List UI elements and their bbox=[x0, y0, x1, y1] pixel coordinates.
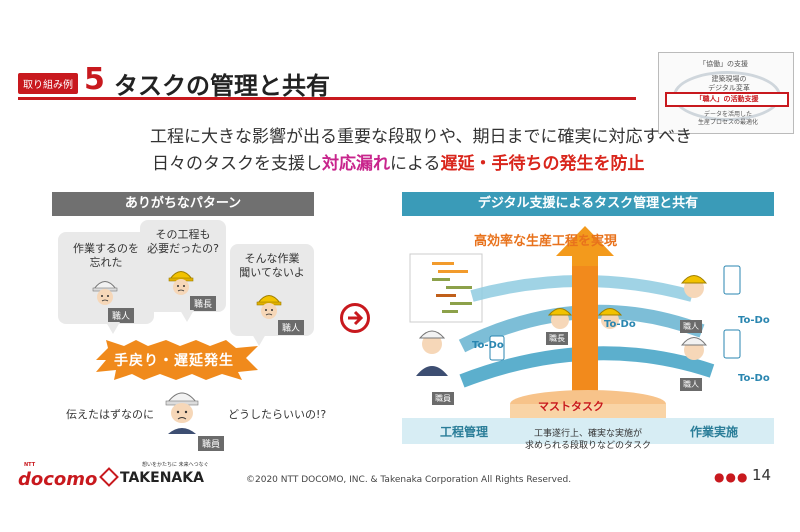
role-label: 職員 bbox=[198, 436, 224, 451]
todo-label: To-Do bbox=[738, 315, 770, 326]
worker-helmet-icon bbox=[256, 290, 282, 320]
section-number: 5 bbox=[84, 62, 105, 97]
thumbnail-line1: 「協働」の支援 bbox=[699, 59, 748, 69]
bubble-tail bbox=[180, 310, 194, 322]
right-panel-heading: デジタル支援によるタスク管理と共有 bbox=[402, 192, 774, 216]
role-label: 職長 bbox=[190, 296, 216, 311]
lead-line2-pre: 日々のタスクを支援し bbox=[152, 154, 322, 174]
bubble-tail bbox=[106, 322, 120, 334]
page-title: タスクの管理と共有 bbox=[114, 66, 330, 101]
speech-bubble-foreman: その工程も必要だったの? 職長 bbox=[140, 220, 226, 312]
title-underline bbox=[18, 97, 636, 100]
arrow-right-icon bbox=[340, 303, 370, 333]
left-panel-heading: ありがちなパターン bbox=[52, 192, 314, 216]
speech-bubble-worker2: そんな作業聞いてないよ 職人 bbox=[230, 244, 314, 336]
lead-line2-mid: による bbox=[390, 154, 441, 174]
role-label: 職人 bbox=[278, 320, 304, 335]
thumbnail-line2: 建築現場のデジタル変革 bbox=[699, 75, 759, 93]
thumbnail-line3: データを活用した生産プロセスの最適化 bbox=[691, 111, 765, 127]
efficiency-heading: 高効率な生産工程を実現 bbox=[474, 230, 617, 249]
lead-line2-pink: 対応漏れ bbox=[322, 154, 390, 174]
thumbnail-highlight: 「職人」の活動支援 bbox=[665, 92, 789, 107]
takenaka-logo: 想いをかたちに 未来へつなぐ TAKENAKA bbox=[120, 470, 204, 486]
page-dots-icon: ●●● bbox=[714, 470, 748, 484]
worker-helmet-icon bbox=[92, 276, 118, 306]
page-number: 14 bbox=[752, 466, 771, 484]
copyright-text: ©2020 NTT DOCOMO, INC. & Takenaka Corpor… bbox=[246, 475, 571, 485]
process-management-label: 工程管理 bbox=[440, 423, 488, 440]
takenaka-tagline: 想いをかたちに 未来へつなぐ bbox=[142, 461, 209, 468]
todo-label: To-Do bbox=[604, 319, 636, 330]
lead-line2-red: 遅延・手待ちの発生を防止 bbox=[441, 154, 645, 174]
conversation-left: 伝えたはずなのに bbox=[66, 406, 154, 422]
role-label: 職員 bbox=[432, 392, 454, 405]
role-label: 職人 bbox=[680, 378, 702, 391]
conversation-right: どうしたらいいの!? bbox=[228, 406, 326, 422]
todo-label: To-Do bbox=[472, 340, 504, 351]
role-label: 職人 bbox=[680, 320, 702, 333]
burst-text: 手戻り・遅延発生 bbox=[114, 350, 234, 370]
staff-person-icon bbox=[162, 384, 202, 434]
slide-header: 取り組み例 5 タスクの管理と共有 bbox=[18, 62, 638, 102]
section-tag: 取り組み例 bbox=[18, 73, 78, 94]
lead-line2: 日々のタスクを支援し対応漏れによる遅延・手待ちの発生を防止 bbox=[152, 149, 645, 174]
role-label: 職人 bbox=[108, 308, 134, 323]
work-execution-label: 作業実施 bbox=[690, 423, 738, 440]
ntt-small: NTT bbox=[24, 462, 35, 468]
must-task-title: マストタスク bbox=[538, 398, 604, 414]
foreman-helmet-icon bbox=[168, 266, 194, 296]
bubble-text: その工程も必要だったの? bbox=[140, 228, 226, 256]
role-label: 職長 bbox=[546, 332, 568, 345]
takenaka-mark-icon bbox=[99, 467, 119, 487]
todo-label: To-Do bbox=[738, 373, 770, 384]
docomo-logo: NTT docomo bbox=[18, 469, 97, 490]
must-task-description: 工事遂行上、確実な実施が求められる段取りなどのタスク bbox=[510, 428, 666, 452]
bubble-text: そんな作業聞いてないよ bbox=[230, 252, 314, 280]
lead-line1: 工程に大きな影響が出る重要な段取りや、期日までに確実に対応すべき bbox=[150, 122, 692, 147]
